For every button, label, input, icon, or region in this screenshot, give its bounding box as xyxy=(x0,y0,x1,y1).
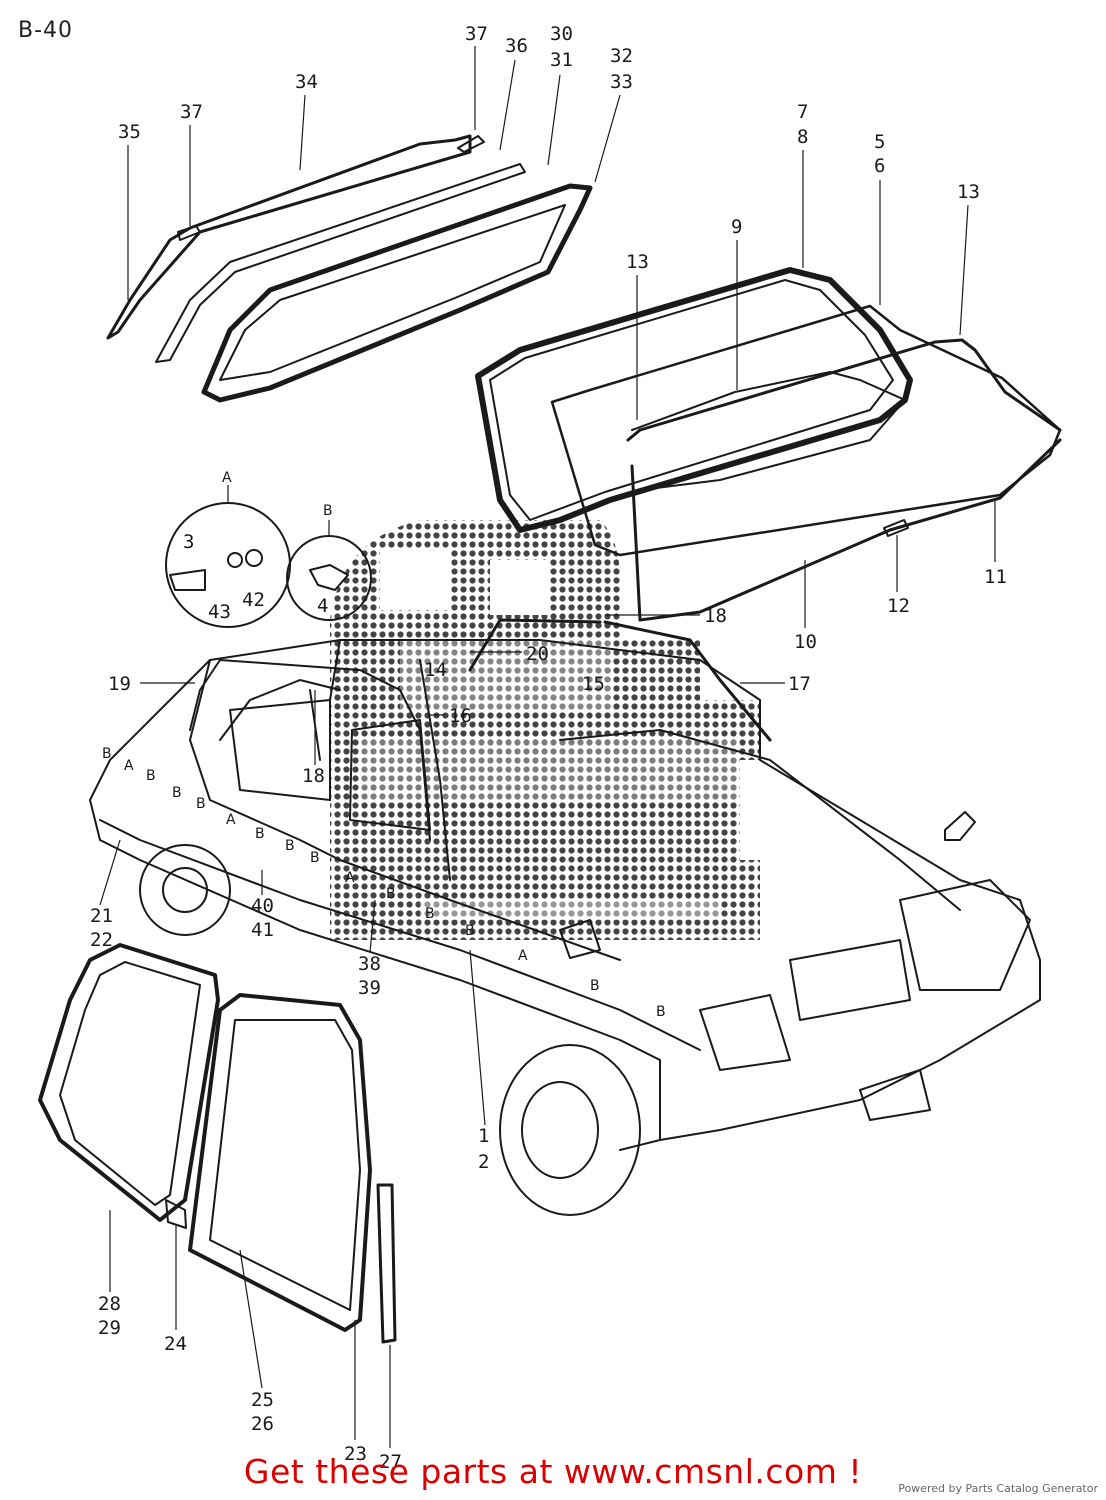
callout-18a: 18 xyxy=(704,605,727,627)
callout-12: 12 xyxy=(887,595,910,617)
rear-glass-36 xyxy=(155,163,526,363)
callout-37a: 37 xyxy=(465,23,488,45)
weatherstrip-24 xyxy=(165,1199,187,1229)
callout-22: 22 xyxy=(90,929,113,951)
joint-piece-12 xyxy=(883,519,909,537)
callout-38: 38 xyxy=(358,953,381,975)
clip-b-label: B xyxy=(465,923,475,939)
door-weatherstrips xyxy=(38,943,397,1344)
clip-b-label: B xyxy=(196,796,206,812)
callout-31: 31 xyxy=(550,49,573,71)
callout-16: 16 xyxy=(449,705,472,727)
clip-b-label: B xyxy=(590,978,600,994)
callout-43: 43 xyxy=(208,601,231,623)
callout-41: 41 xyxy=(251,919,274,941)
clip-b-label: B xyxy=(172,785,182,801)
clip-b-label: B xyxy=(310,850,320,866)
callout-17: 17 xyxy=(788,673,811,695)
callout-labels: 37 36 30 31 32 33 34 35 37 7 8 5 6 13 13… xyxy=(90,23,1007,1473)
page-label: B-40 xyxy=(18,18,74,43)
rear-window-group xyxy=(106,134,593,403)
callout-8: 8 xyxy=(797,126,808,148)
callout-11: 11 xyxy=(984,566,1007,588)
callout-3: 3 xyxy=(183,531,194,553)
callout-4: 4 xyxy=(317,595,328,617)
roof-mouldings xyxy=(189,618,772,841)
callout-37b: 37 xyxy=(180,101,203,123)
callout-15: 15 xyxy=(582,673,605,695)
clip-a-label: A xyxy=(518,948,528,964)
clip-b-label: B xyxy=(425,906,435,922)
windshield-group xyxy=(475,267,1062,622)
clip-location-letters: B A B B B A B B B A B B B A B B xyxy=(102,746,666,1020)
callout-40: 40 xyxy=(251,895,274,917)
windshield-weatherstrip-inner xyxy=(489,279,894,521)
callout-24: 24 xyxy=(164,1333,187,1355)
callout-2: 2 xyxy=(478,1151,489,1173)
car-body xyxy=(89,639,1041,1216)
clip-a-label: A xyxy=(345,870,355,886)
upper-moulding-13 xyxy=(638,338,1062,432)
rear-weatherstrip-inner xyxy=(219,204,566,381)
clip-a-label: A xyxy=(226,812,236,828)
rear-moulding-34 xyxy=(106,134,472,340)
clip-b-label: B xyxy=(102,746,112,762)
callout-13b: 13 xyxy=(626,251,649,273)
callout-9: 9 xyxy=(731,216,742,238)
callout-7: 7 xyxy=(797,101,808,123)
pillar-weatherstrip-27 xyxy=(376,1183,397,1344)
windshield-weatherstrip-7 xyxy=(475,267,913,533)
callout-26: 26 xyxy=(251,1413,274,1435)
joint-piece-37b xyxy=(177,225,201,241)
clip-b-label: B xyxy=(255,826,265,842)
callout-10: 10 xyxy=(794,631,817,653)
callout-1: 1 xyxy=(478,1125,489,1147)
callout-32: 32 xyxy=(610,45,633,67)
clip-a-label: A xyxy=(124,758,134,774)
callout-28: 28 xyxy=(98,1293,121,1315)
rear-weatherstrip-30 xyxy=(201,183,593,403)
callout-23: 23 xyxy=(344,1443,367,1465)
callout-34: 34 xyxy=(295,71,318,93)
callout-6: 6 xyxy=(874,155,885,177)
watermark-logo xyxy=(330,520,760,940)
detail-label-b: B xyxy=(323,503,333,519)
leader-lines xyxy=(99,46,996,1448)
callout-30: 30 xyxy=(550,23,573,45)
callout-5: 5 xyxy=(874,131,885,153)
joint-piece-37a xyxy=(457,135,485,153)
clip-b-label: B xyxy=(656,1004,666,1020)
clip-b-label: B xyxy=(146,768,156,784)
lower-moulding-10 xyxy=(630,438,1062,622)
callout-13a: 13 xyxy=(957,181,980,203)
callout-29: 29 xyxy=(98,1317,121,1339)
callout-42: 42 xyxy=(242,589,265,611)
rear-door-weatherstrip-28 xyxy=(38,943,220,1222)
windshield-inner-line-9 xyxy=(631,371,906,491)
callout-18b: 18 xyxy=(302,765,325,787)
callout-36: 36 xyxy=(505,35,528,57)
callout-21: 21 xyxy=(90,905,113,927)
callout-20: 20 xyxy=(526,643,549,665)
callout-33: 33 xyxy=(610,71,633,93)
callout-39: 39 xyxy=(358,977,381,999)
cta-banner[interactable]: Get these parts at www.cmsnl.com ! xyxy=(243,1452,863,1491)
callout-19: 19 xyxy=(108,673,131,695)
clip-b-label: B xyxy=(285,838,295,854)
callout-25: 25 xyxy=(251,1389,274,1411)
front-door-weatherstrip-25 xyxy=(188,993,372,1332)
callout-35: 35 xyxy=(118,121,141,143)
callout-14: 14 xyxy=(424,659,447,681)
clip-b-label: B xyxy=(386,886,396,902)
callout-27: 27 xyxy=(379,1451,402,1473)
powered-by-credit: Powered by Parts Catalog Generator xyxy=(898,1482,1098,1495)
corner-piece-13b xyxy=(626,428,642,442)
detail-label-a: A xyxy=(222,470,232,486)
